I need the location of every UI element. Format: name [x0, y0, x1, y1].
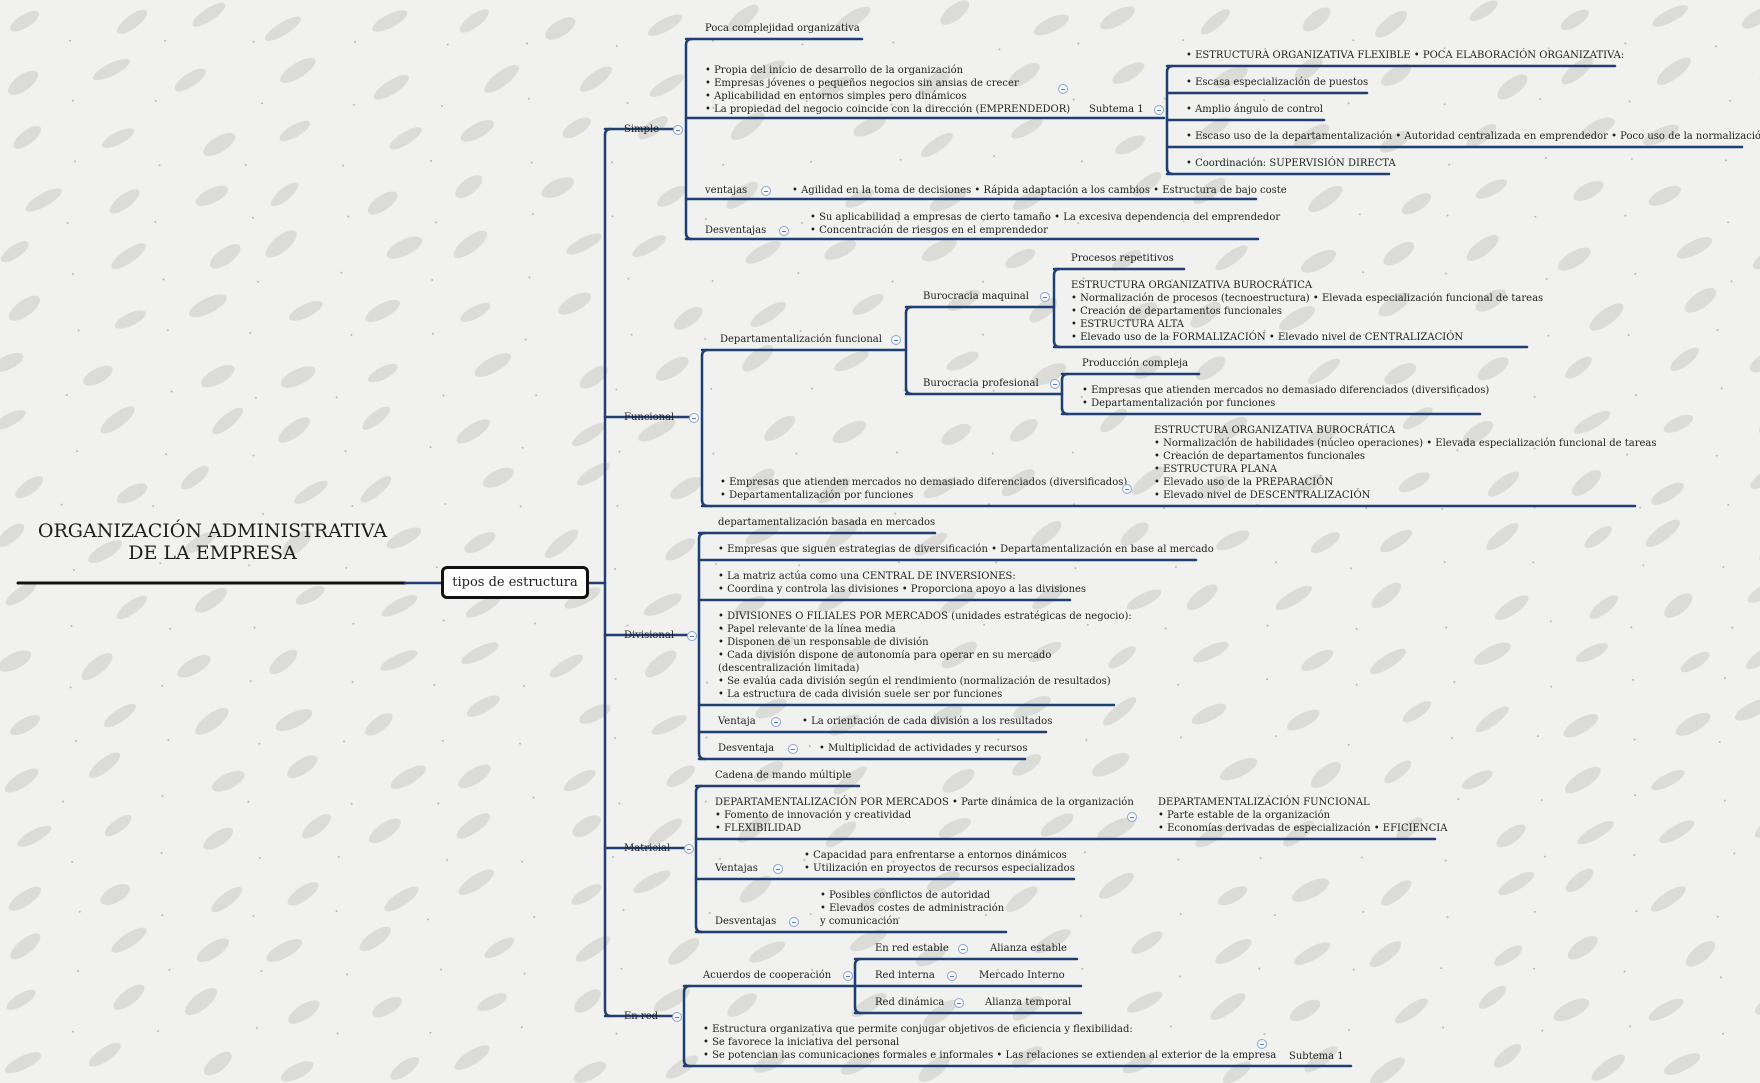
topic-burocracia-maquinal[interactable]: Burocracia maquinal	[923, 291, 1029, 302]
topic-empresas-mercados[interactable]: • Empresas que atienden mercados no dema…	[720, 477, 1128, 501]
topic-divisional[interactable]: Divisional	[624, 630, 675, 641]
collapse-icon[interactable]	[761, 186, 771, 196]
topic-subtema-1[interactable]: Subtema 1	[1089, 104, 1144, 115]
collapse-icon[interactable]	[1122, 484, 1132, 494]
collapse-icon[interactable]	[672, 1012, 682, 1022]
topic-matricial[interactable]: Matricial	[624, 843, 671, 854]
topic-poca-complejidad[interactable]: Poca complejidad organizativa	[705, 23, 860, 34]
topic-profesional-text[interactable]: • Empresas que atienden mercados no dema…	[1082, 385, 1490, 409]
topic-desventajas[interactable]: Desventajas	[705, 225, 767, 236]
topic-basada-mercados[interactable]: departamentalización basada en mercados	[718, 517, 936, 528]
topic-coordinacion[interactable]: • Coordinación: SUPERVISIÓN DIRECTA	[1186, 158, 1396, 169]
topic-red-interna[interactable]: Red interna	[875, 970, 935, 981]
topic-burocratica-plana[interactable]: ESTRUCTURA ORGANIZATIVA BUROCRÁTICA • No…	[1154, 425, 1657, 501]
collapse-icon[interactable]	[891, 335, 901, 345]
collapse-icon[interactable]	[1154, 105, 1164, 115]
collapse-icon[interactable]	[687, 631, 697, 641]
topic-alianza-temporal[interactable]: Alianza temporal	[985, 997, 1072, 1008]
topic-funcional-matricial[interactable]: DEPARTAMENTALIZACIÓN FUNCIONAL • Parte e…	[1158, 797, 1448, 834]
topic-ventaja-text[interactable]: • La orientación de cada división a los …	[802, 716, 1053, 727]
collapse-icon[interactable]	[1127, 812, 1137, 822]
topic-subtema-1-enred[interactable]: Subtema 1	[1289, 1051, 1344, 1062]
topic-red-dinamica[interactable]: Red dinámica	[875, 997, 945, 1008]
topic-por-mercados[interactable]: DEPARTAMENTALIZACIÓN POR MERCADOS • Part…	[715, 797, 1134, 834]
map-title: ORGANIZACIÓN ADMINISTRATIVA DE LA EMPRES…	[37, 520, 388, 564]
topic-burocratica-maquinal[interactable]: ESTRUCTURA ORGANIZATIVA BUROCRÁTICA • No…	[1071, 280, 1544, 343]
topic-estructura-flexible[interactable]: • ESTRUCTURA ORGANIZATIVA FLEXIBLE • POC…	[1186, 50, 1625, 61]
topic-desventaja[interactable]: Desventaja	[718, 743, 775, 754]
topic-ventajas-text[interactable]: • Agilidad en la toma de decisiones • Rá…	[792, 185, 1287, 196]
collapse-icon[interactable]	[954, 998, 964, 1008]
collapse-icon[interactable]	[771, 717, 781, 727]
collapse-icon[interactable]	[1257, 1039, 1267, 1049]
topic-desventajas-matricial-text[interactable]: • Posibles conflictos de autoridad • Ele…	[820, 890, 1005, 927]
collapse-icon[interactable]	[1040, 292, 1050, 302]
topic-en-red[interactable]: En red	[624, 1011, 659, 1022]
topic-simple[interactable]: Simple	[624, 124, 660, 135]
topic-amplio-angulo[interactable]: • Amplio ángulo de control	[1186, 104, 1323, 115]
topic-ventajas-matricial[interactable]: Ventajas	[715, 863, 758, 874]
collapse-icon[interactable]	[789, 917, 799, 927]
collapse-icon[interactable]	[684, 844, 694, 854]
collapse-icon[interactable]	[773, 864, 783, 874]
topic-produccion-compleja[interactable]: Producción compleja	[1082, 358, 1189, 369]
topic-cadena-mando[interactable]: Cadena de mando múltiple	[715, 770, 852, 781]
collapse-icon[interactable]	[1050, 379, 1060, 389]
collapse-icon[interactable]	[1058, 84, 1068, 94]
topic-red-estable[interactable]: En red estable	[875, 943, 949, 954]
collapse-icon[interactable]	[788, 744, 798, 754]
topic-acuerdos-cooperacion[interactable]: Acuerdos de cooperación	[703, 970, 832, 981]
topic-departamentalizacion-funcional[interactable]: Departamentalización funcional	[720, 334, 882, 345]
topic-ventajas-matricial-text[interactable]: • Capacidad para enfrentarse a entornos …	[804, 850, 1075, 874]
collapse-icon[interactable]	[947, 971, 957, 981]
topic-estructura-eficiencia[interactable]: • Estructura organizativa que permite co…	[703, 1024, 1277, 1061]
topic-ventaja[interactable]: Ventaja	[718, 716, 756, 727]
topic-desventaja-text[interactable]: • Multiplicidad de actividades y recurso…	[819, 743, 1028, 754]
collapse-icon[interactable]	[843, 971, 853, 981]
topic-funcional[interactable]: Funcional	[624, 412, 675, 423]
topic-burocracia-profesional[interactable]: Burocracia profesional	[923, 378, 1039, 389]
topic-ventajas[interactable]: ventajas	[705, 185, 748, 196]
topic-estrategias[interactable]: • Empresas que siguen estrategias de div…	[718, 544, 1214, 555]
topic-procesos-repetitivos[interactable]: Procesos repetitivos	[1071, 253, 1174, 264]
collapse-icon[interactable]	[779, 226, 789, 236]
collapse-icon[interactable]	[689, 413, 699, 423]
collapse-icon[interactable]	[958, 944, 968, 954]
collapse-icon[interactable]	[673, 125, 683, 135]
topic-matriz[interactable]: • La matriz actúa como una CENTRAL DE IN…	[718, 571, 1087, 595]
central-topic[interactable]: tipos de estructura	[441, 566, 589, 599]
topic-propia-inicio[interactable]: • Propia del inicio de desarrollo de la …	[705, 65, 1071, 115]
topic-desventajas-text[interactable]: • Su aplicabilidad a empresas de cierto …	[810, 212, 1281, 236]
topic-alianza-estable[interactable]: Alianza estable	[990, 943, 1067, 954]
topic-escasa-especializacion[interactable]: • Escasa especialización de puestos	[1186, 77, 1369, 88]
topic-mercado-interno[interactable]: Mercado Interno	[979, 970, 1065, 981]
topic-divisiones[interactable]: • DIVISIONES O FILIALES POR MERCADOS (un…	[718, 611, 1132, 700]
topic-desventajas-matricial[interactable]: Desventajas	[715, 916, 777, 927]
topic-escaso-uso[interactable]: • Escaso uso de la departamentalización …	[1186, 131, 1760, 142]
